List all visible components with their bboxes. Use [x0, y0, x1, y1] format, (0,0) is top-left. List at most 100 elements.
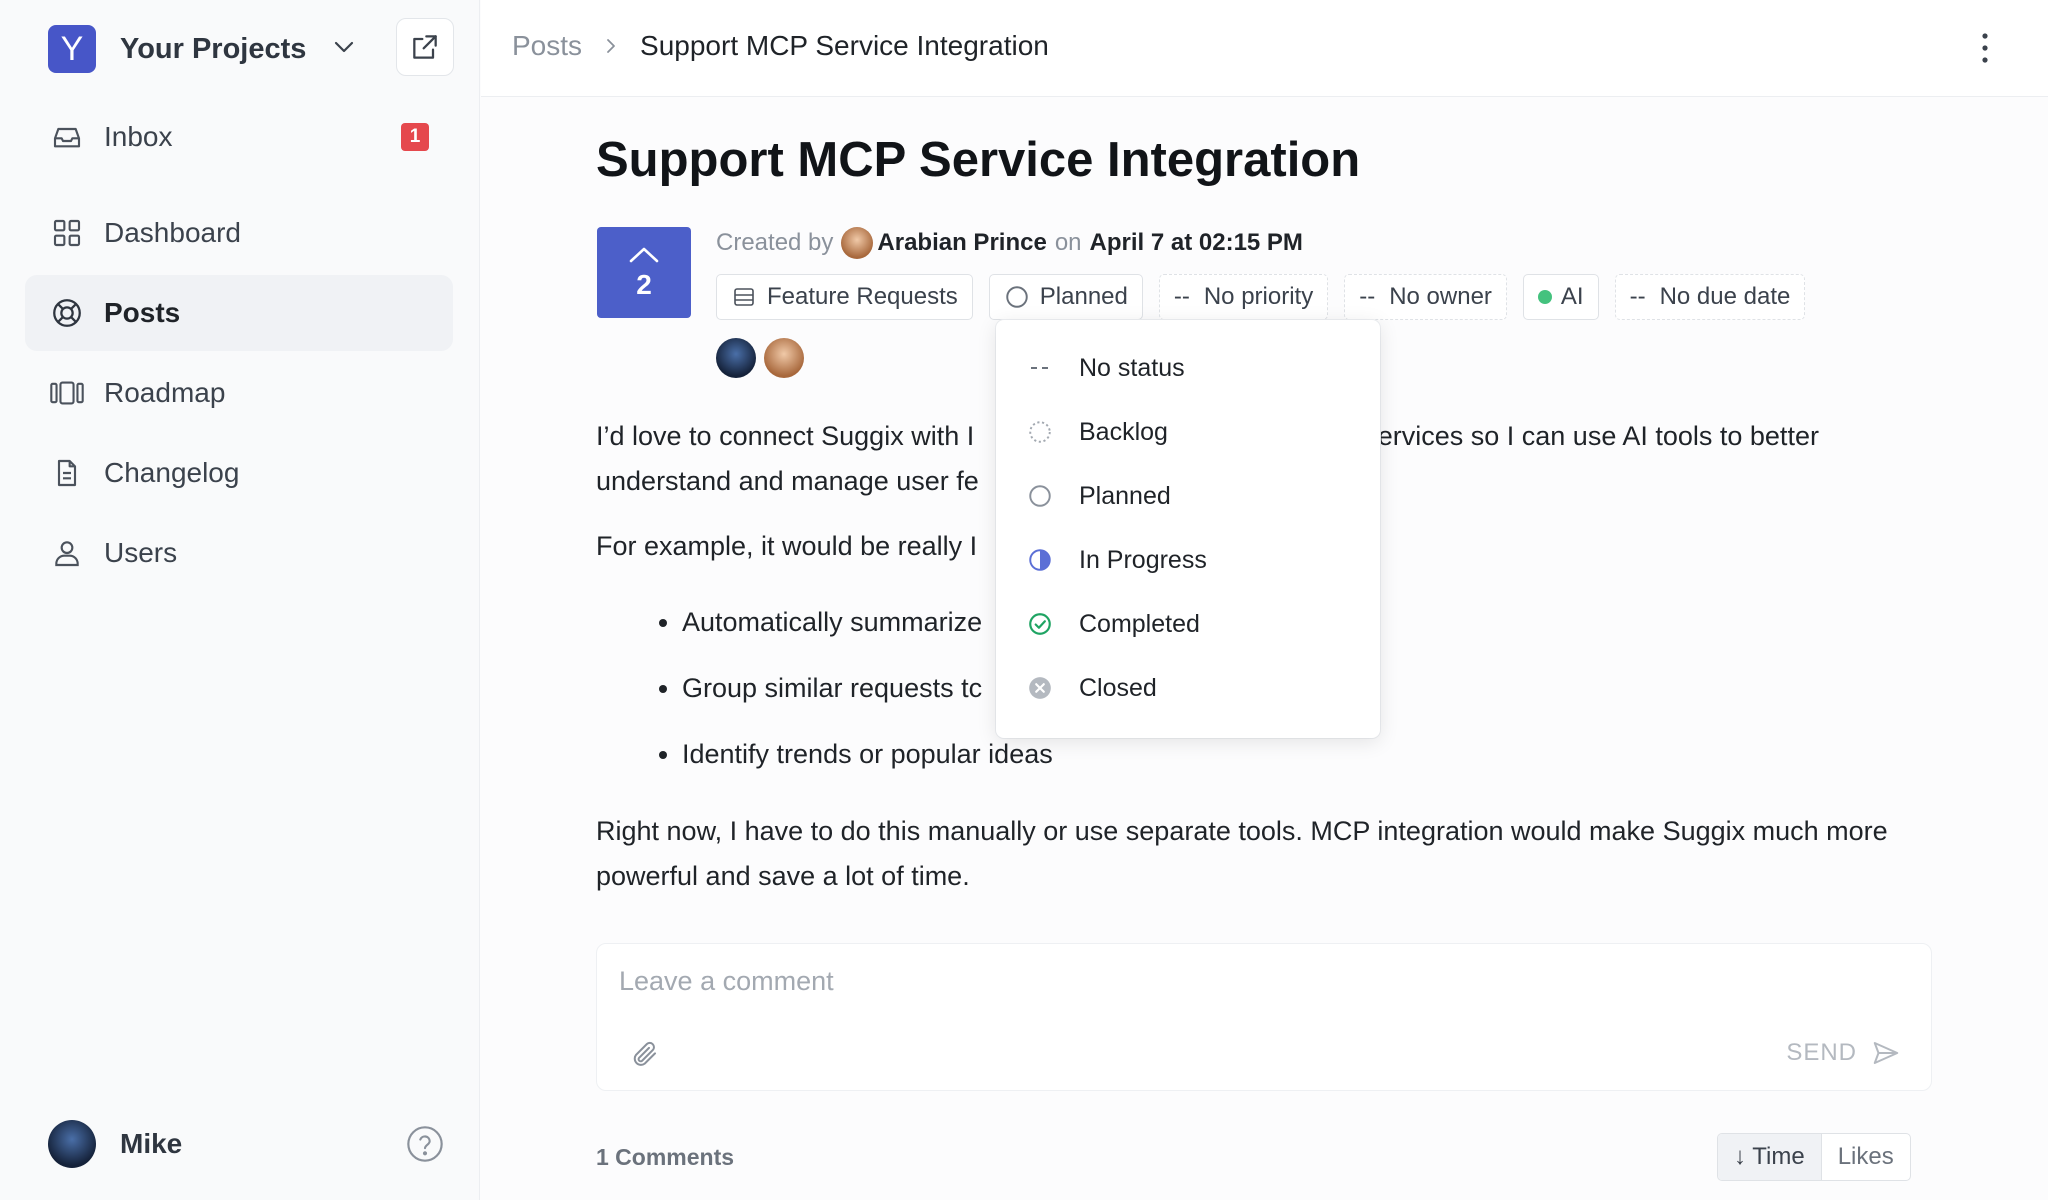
priority-chip[interactable]: -- No priority — [1158, 274, 1329, 320]
due-date-label: No due date — [1659, 283, 1791, 310]
board-chip[interactable]: Feature Requests — [716, 274, 973, 320]
dash-icon: -- — [1629, 283, 1646, 310]
help-button[interactable] — [405, 1124, 445, 1164]
avatar — [716, 338, 756, 378]
author-avatar — [841, 227, 874, 259]
comment-input[interactable] — [619, 966, 1519, 997]
user-icon — [50, 536, 84, 570]
sidebar: Y Your Projects Inbox 1 Dashboard Posts … — [0, 0, 480, 1200]
dash-icon: -- — [1173, 283, 1190, 310]
sidebar-item-label: Changelog — [104, 457, 240, 488]
send-icon — [1873, 1042, 1899, 1064]
priority-label: No priority — [1203, 283, 1314, 310]
sidebar-item-dashboard[interactable]: Dashboard — [25, 195, 453, 271]
project-switcher[interactable]: Y Your Projects — [48, 25, 356, 73]
post-attributes: Feature Requests Planned -- No priority … — [716, 274, 1821, 320]
inbox-count-badge: 1 — [401, 123, 429, 151]
owner-chip[interactable]: -- No owner — [1344, 274, 1507, 320]
avatar — [48, 1120, 96, 1168]
ai-chip[interactable]: AI — [1522, 274, 1599, 320]
post-meta: Created by Arabian Prince on April 7 at … — [716, 227, 1303, 259]
sidebar-item-label: Inbox — [104, 121, 173, 152]
post-title: Support MCP Service Integration — [596, 133, 1361, 187]
chevron-right-icon — [602, 30, 620, 62]
status-chip[interactable]: Planned — [988, 274, 1143, 320]
current-user[interactable]: Mike — [48, 1120, 182, 1168]
status-option-in-progress[interactable]: In Progress — [996, 528, 1380, 592]
breadcrumb-posts-link[interactable]: Posts — [512, 30, 583, 61]
project-name: Your Projects — [120, 32, 307, 65]
more-vertical-icon — [1982, 33, 1988, 63]
upvote-button[interactable]: 2 — [597, 227, 691, 318]
status-option-label: Planned — [1079, 481, 1171, 510]
status-label: Planned — [1039, 283, 1128, 310]
comments-count: 1 Comments — [596, 1144, 735, 1170]
project-logo: Y — [48, 25, 96, 73]
status-option-no-status[interactable]: No status — [996, 336, 1380, 400]
breadcrumb-current: Support MCP Service Integration — [640, 30, 1049, 61]
user-name: Mike — [120, 1128, 183, 1159]
list-item: Automatically summarize — [682, 589, 1926, 655]
external-link-icon — [413, 35, 437, 59]
dash-icon: -- — [1359, 283, 1376, 310]
sort-by-time-button[interactable]: ↓ Time — [1718, 1134, 1822, 1180]
dash-icon — [1027, 366, 1053, 370]
on-label: on — [1054, 229, 1082, 256]
voter-avatars[interactable] — [716, 338, 804, 378]
sidebar-item-label: Dashboard — [104, 217, 241, 248]
status-option-planned[interactable]: Planned — [996, 464, 1380, 528]
status-option-label: No status — [1079, 353, 1185, 382]
help-icon — [407, 1126, 443, 1162]
due-date-chip[interactable]: -- No due date — [1614, 274, 1806, 320]
sidebar-item-posts[interactable]: Posts — [25, 275, 453, 351]
created-by-label: Created by — [716, 229, 834, 256]
top-bar: Posts Support MCP Service Integration — [481, 0, 2048, 97]
ai-status-dot-icon — [1537, 290, 1552, 304]
columns-icon — [50, 376, 84, 410]
send-label: SEND — [1786, 1039, 1857, 1066]
status-dropdown-menu: No status Backlog Planned In Progress Co… — [996, 320, 1380, 738]
post-bullet-list: Automatically summarize Group similar re… — [596, 589, 1926, 787]
chevron-up-icon — [629, 247, 659, 262]
list-item: Identify trends or popular ideas — [682, 721, 1926, 787]
ai-label: AI — [1560, 283, 1584, 310]
paragraph-text: services so I can use AI tools to better… — [596, 421, 1819, 496]
author-name[interactable]: Arabian Prince — [877, 229, 1047, 256]
more-menu-button[interactable] — [1980, 30, 1990, 66]
avatar — [764, 338, 804, 378]
status-option-label: Completed — [1079, 609, 1200, 638]
comment-composer: SEND — [596, 943, 1932, 1091]
open-external-button[interactable] — [396, 18, 454, 76]
status-option-label: Backlog — [1079, 417, 1168, 446]
send-button[interactable]: SEND — [1786, 1038, 1901, 1068]
sidebar-item-inbox[interactable]: Inbox 1 — [25, 99, 453, 175]
status-option-closed[interactable]: Closed — [996, 656, 1380, 720]
grid-icon — [50, 216, 84, 250]
status-option-backlog[interactable]: Backlog — [996, 400, 1380, 464]
status-option-label: In Progress — [1079, 545, 1207, 574]
sidebar-item-changelog[interactable]: Changelog — [25, 435, 453, 511]
half-circle-icon — [1027, 547, 1053, 573]
check-circle-icon — [1027, 611, 1053, 637]
post-paragraph: Right now, I have to do this manually or… — [596, 816, 1888, 891]
chevron-down-icon — [332, 35, 356, 64]
status-option-completed[interactable]: Completed — [996, 592, 1380, 656]
comment-sort-toggle: ↓ Time Likes — [1717, 1133, 1911, 1181]
created-date: April 7 at 02:15 PM — [1089, 229, 1303, 256]
sidebar-item-roadmap[interactable]: Roadmap — [25, 355, 453, 431]
post-paragraph: For example, it would be really I — [596, 531, 978, 561]
owner-label: No owner — [1389, 283, 1492, 310]
board-icon — [731, 285, 757, 309]
sort-by-likes-button[interactable]: Likes — [1837, 1143, 1894, 1170]
document-icon — [50, 456, 84, 490]
paperclip-icon — [633, 1041, 656, 1066]
sidebar-item-users[interactable]: Users — [25, 515, 453, 591]
circle-icon — [1027, 483, 1053, 509]
dotted-circle-icon — [1027, 419, 1053, 445]
list-item: Group similar requests tc — [682, 655, 1926, 721]
attach-button[interactable] — [630, 1039, 660, 1074]
paragraph-text: I’d love to connect Suggix with I — [596, 421, 975, 451]
breadcrumb: Posts Support MCP Service Integration — [512, 30, 1049, 62]
